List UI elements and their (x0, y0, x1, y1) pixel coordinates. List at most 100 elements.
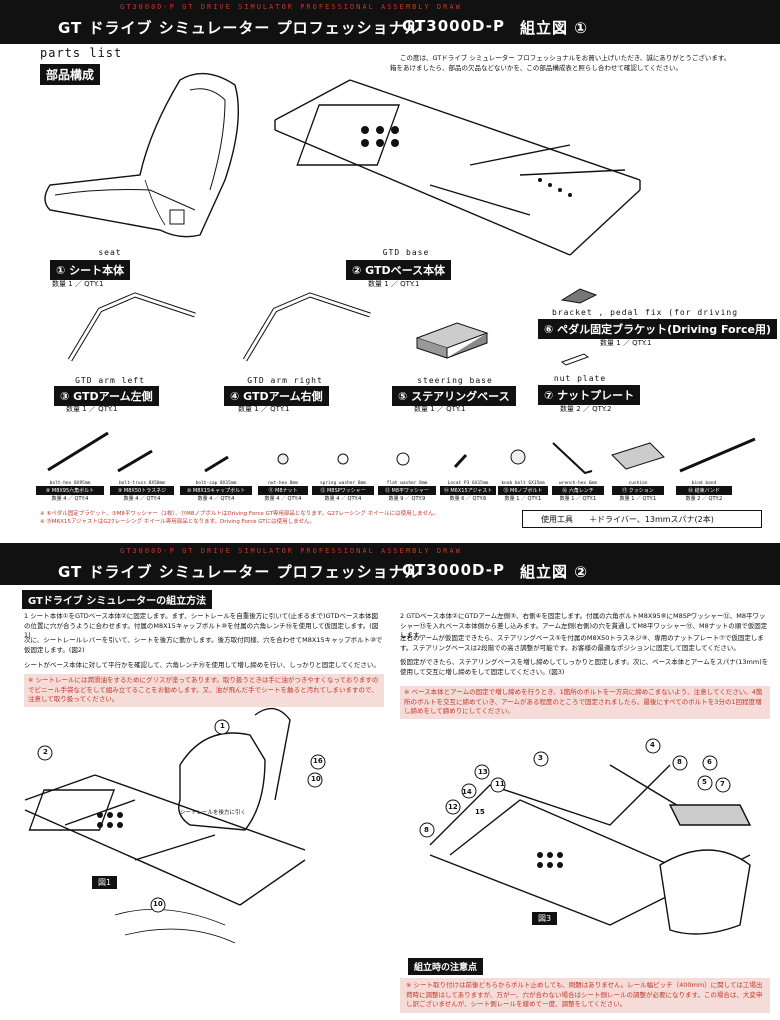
callout-5: 5 (702, 778, 707, 786)
part-bracket-jp: ⑥ ペダル固定ブラケット(Driving Force用) (538, 319, 778, 339)
part-steering-base-en: steering base (417, 376, 493, 385)
hw-qty: 数量 4 ／ QTY.4 (197, 496, 235, 502)
page1-header: GT3000D-P GT DRIVE SIMULATOR PROFESSIONA… (0, 0, 780, 44)
page2-header: GT3000D-P GT DRIVE SIMULATOR PROFESSIONA… (0, 543, 780, 585)
hw-label-en: bind band (691, 481, 717, 486)
page2-header-sub: GT3000D-P GT DRIVE SIMULATOR PROFESSIONA… (120, 547, 462, 555)
part-steering-base-qty: 数量 1 ／ QTY.1 (414, 405, 466, 413)
callout-1: 1 (220, 722, 225, 730)
method-title: GTドライブ シミュレーターの組立方法 (22, 590, 213, 609)
hw-label-jp: ⑩ M8X15キャップボルト (180, 486, 252, 495)
hw-qty: 数量 2 ／ QTY.2 (685, 496, 723, 502)
hw-label-jp: ⑧ M8X95六角ボルト (36, 486, 104, 495)
part-nut-plate-en: nut plate (553, 374, 607, 383)
left-step-1: 1 シート本体①をGTDベース本体②に固定します。まず、シートレールを自重後方に… (24, 612, 379, 639)
intro-line2: 箱をあけましたら、部品の欠品などないかを、この部品構成表と照らし合わせて確認して… (390, 64, 682, 72)
page2-model: GT3000D-P (402, 561, 505, 579)
right-step-3: 仮固定ができたら、ステアリングベースを増し締めしてしっかりと固定します。次に、ベ… (400, 658, 769, 676)
hw-label-jp: ⑱ 結束バンド (676, 486, 732, 495)
hw-label-en: bolt-truss 8X50mm (118, 481, 166, 486)
hw-label-en: bolt-cap 8X15mm (195, 481, 237, 486)
right-step-2: 左右のアームが仮固定できたら、ステアリングベース⑤を付属のM8X50トラスネジ⑨… (400, 634, 764, 652)
callout-10b: 10 (153, 900, 163, 908)
hw-qty: 数量 4 ／ QTY.4 (324, 496, 362, 502)
hw-label-en: flat washer 8mm (386, 481, 428, 486)
hw-qty: 数量 4 ／ QTY.4 (123, 496, 161, 502)
notice-title: 組立時の注意点 (408, 958, 484, 975)
fig1-label: 図1 (92, 876, 118, 889)
figure1-drawing (24, 707, 326, 944)
hw-label-jp: ⑪ M8ナット (258, 486, 308, 495)
hardware-drawings (47, 431, 756, 475)
hw-label-en: knob bolt 6X15mm (501, 481, 545, 486)
hw-qty: 数量 1 ／ QTY.1 (619, 496, 657, 502)
steering-base-drawing (415, 322, 489, 359)
fig3-label: 図3 (532, 912, 558, 925)
hw-label-jp: ⑰ クッション (612, 486, 664, 495)
part-base-en: GTD base (382, 248, 430, 257)
callout-4: 4 (650, 741, 655, 749)
callout-13: 13 (478, 768, 488, 776)
part-base-qty: 数量 1 ／ QTY.1 (368, 280, 420, 288)
hw-label-jp: ⑨ M8X50トラスネジ (110, 486, 174, 495)
callout-3: 3 (538, 754, 543, 762)
left-step-2: 次に、シートレールレバーを引いて、シートを後方に動かします。後方取付同様、穴を合… (24, 636, 383, 654)
callout-6: 6 (707, 758, 712, 766)
hw-label-en: wrench-hex 6mm (559, 481, 597, 486)
hw-label-jp: ⑭ M6X15アジャスト (440, 486, 496, 495)
seat-drawing (44, 72, 239, 238)
part-arm-right-qty: 数量 1 ／ QTY.1 (238, 405, 290, 413)
bracket-drawing (560, 288, 598, 304)
page1-model: GT3000D-P (402, 17, 505, 35)
right-step-1: 2 GTDベース本体②にGTDアーム左側③、右側④を固定します。付属の六角ボルト… (400, 612, 768, 639)
hw-qty: 数量 1 ／ QTY.1 (504, 496, 542, 502)
hw-qty: 数量 4 ／ QTY.4 (51, 496, 89, 502)
page1-header-sub: GT3000D-P GT DRIVE SIMULATOR PROFESSIONA… (120, 3, 462, 11)
page1-title: GT ドライブ シミュレーター プロフェッショナル (58, 19, 421, 37)
figure3-drawing (419, 738, 752, 935)
part-seat-en: seat (98, 248, 122, 257)
hw-qty: 数量 1 ／ QTY.1 (559, 496, 597, 502)
hw-label-en: bolt-hex 8X95mm (49, 481, 91, 486)
arm-left-drawing (67, 292, 196, 362)
right-warning: ※ ベース本体とアームの固定で増し締めを行うとき、1箇所のボルトを一方向に締めこ… (400, 686, 770, 719)
callout-11: 11 (495, 780, 505, 788)
note-2: ※ ⑮M6X15アジャストはG27レーシング ホイール専用部品となります。Dri… (40, 519, 315, 525)
hw-qty: 数量 4 ／ QTY.4 (264, 496, 302, 502)
page1-section: 組立図 ① (520, 19, 588, 37)
hw-label-jp: ⑯ 六角レンチ (552, 486, 604, 495)
callout-8: 8 (424, 826, 429, 834)
callout-9: 8 (677, 758, 682, 766)
part-arm-right-en: GTD arm right (247, 376, 323, 385)
parts-list-jp: 部品構成 (40, 64, 101, 85)
hw-qty: 数量 6 ／ QTY.6 (449, 496, 487, 502)
intro-line1: この度は、GTドライブ シミュレーター プロフェッショナルをお買い上げいただき、… (400, 54, 731, 62)
callout-15: 15 (475, 808, 485, 816)
part-nut-plate-jp: ⑦ ナットプレート (538, 385, 641, 405)
arm-right-drawing (242, 292, 371, 362)
hw-label-en: nut-hex 8mm (268, 481, 298, 486)
parts-list-en: parts list (40, 46, 123, 60)
part-steering-base-jp: ⑤ ステアリングベース (392, 386, 516, 406)
page2-section: 組立図 ② (520, 563, 588, 581)
tools-text: 使用工具 ＋ドライバー、13mmスパナ(2本) (541, 515, 714, 524)
part-base-jp: ② GTDベース本体 (346, 260, 452, 280)
part-arm-left-jp: ③ GTDアーム左側 (54, 386, 159, 406)
callout-7: 7 (720, 780, 725, 788)
callout-10a: 10 (311, 775, 321, 783)
part-arm-left-en: GTD arm left (75, 376, 145, 385)
hw-label-en: spring washer 8mm (319, 481, 367, 486)
hw-label-jp: ⑫ M8SPワッシャー (312, 486, 374, 495)
part-bracket-qty: 数量 1 ／ QTY.1 (600, 339, 652, 347)
callout-16: 16 (313, 757, 323, 765)
hw-label-en: Locat P3 6X15mm (447, 481, 489, 486)
part-seat-jp: ① シート本体 (50, 260, 131, 280)
